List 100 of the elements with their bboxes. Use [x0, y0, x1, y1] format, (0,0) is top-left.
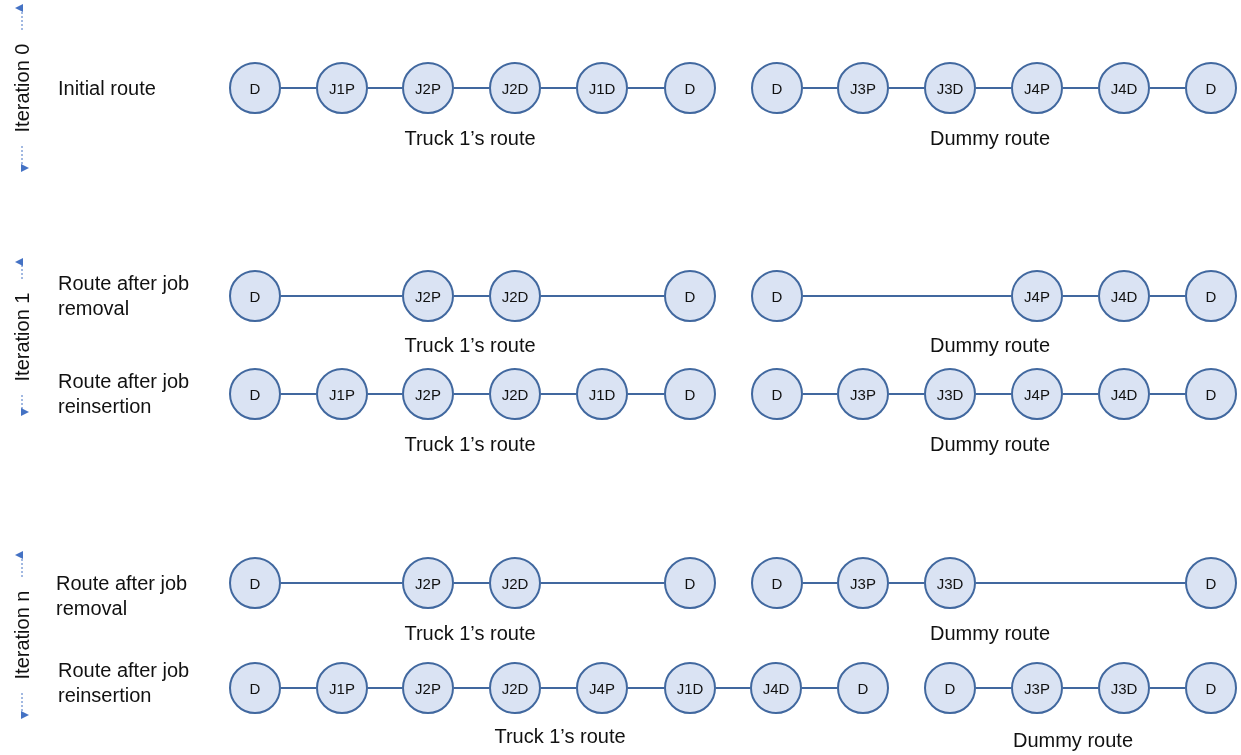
stop-circle: D	[751, 557, 803, 609]
stop-circle: J1P	[316, 368, 368, 420]
route-caption: Truck 1’s route	[404, 432, 536, 457]
route-link	[280, 393, 317, 395]
route-link	[975, 87, 1012, 89]
route-caption: Truck 1’s route	[404, 333, 536, 358]
stop-circle: D	[924, 662, 976, 714]
route-link	[975, 687, 1012, 689]
route-link	[367, 393, 403, 395]
route-link	[540, 295, 665, 297]
stop-circle: D	[1185, 270, 1237, 322]
stop-circle: J2D	[489, 270, 541, 322]
route-link	[1062, 687, 1099, 689]
route-caption: Dummy route	[930, 621, 1050, 646]
route-link	[888, 87, 925, 89]
stop-circle: J3D	[924, 62, 976, 114]
route-caption: Dummy route	[1013, 728, 1133, 753]
stop-circle: J2D	[489, 557, 541, 609]
route-link	[1149, 393, 1186, 395]
route-link	[280, 87, 317, 89]
route-link	[888, 393, 925, 395]
row-label: Route after job removal	[58, 271, 191, 321]
stop-circle: J3P	[837, 368, 889, 420]
route-link	[540, 687, 577, 689]
stop-circle: D	[751, 368, 803, 420]
stop-circle: J4P	[1011, 270, 1063, 322]
route-link	[1149, 295, 1186, 297]
route-link	[453, 393, 490, 395]
route-link	[627, 87, 665, 89]
route-link	[453, 87, 490, 89]
route-link	[888, 582, 925, 584]
route-link	[975, 582, 1186, 584]
stop-circle: J1D	[576, 368, 628, 420]
route-caption: Truck 1’s route	[404, 621, 536, 646]
route-link	[1062, 393, 1099, 395]
stop-circle: J1P	[316, 62, 368, 114]
stop-circle: J3D	[1098, 662, 1150, 714]
route-link	[453, 295, 490, 297]
stop-circle: D	[751, 62, 803, 114]
route-link	[1149, 687, 1186, 689]
route-link	[715, 687, 751, 689]
route-link	[802, 393, 838, 395]
stop-circle: D	[1185, 368, 1237, 420]
stop-circle: J3P	[1011, 662, 1063, 714]
route-caption: Dummy route	[930, 333, 1050, 358]
stop-circle: J2P	[402, 557, 454, 609]
route-link	[627, 393, 665, 395]
route-link	[367, 687, 403, 689]
route-link	[540, 393, 577, 395]
stop-circle: D	[229, 368, 281, 420]
stop-circle: J4D	[750, 662, 802, 714]
stop-circle: D	[229, 270, 281, 322]
stop-circle: J1P	[316, 662, 368, 714]
stop-circle: D	[1185, 662, 1237, 714]
stop-circle: D	[229, 557, 281, 609]
iteration-label: Iteration 1	[12, 292, 32, 382]
route-link	[802, 295, 1012, 297]
route-link	[280, 687, 317, 689]
stop-circle: D	[751, 270, 803, 322]
stop-circle: J4D	[1098, 270, 1150, 322]
stop-circle: D	[229, 662, 281, 714]
row-label: Route after job removal	[56, 571, 189, 621]
stop-circle: D	[229, 62, 281, 114]
stop-circle: D	[664, 557, 716, 609]
stop-circle: J4P	[1011, 368, 1063, 420]
stop-circle: J4D	[1098, 62, 1150, 114]
stop-circle: D	[1185, 557, 1237, 609]
route-link	[540, 582, 665, 584]
route-link	[1149, 87, 1186, 89]
stop-circle: J2D	[489, 662, 541, 714]
route-link	[802, 582, 838, 584]
stop-circle: J2D	[489, 368, 541, 420]
route-link	[280, 582, 403, 584]
iteration-label: Iteration 0	[12, 43, 32, 133]
route-caption: Truck 1’s route	[404, 126, 536, 151]
stop-circle: J3D	[924, 368, 976, 420]
stop-circle: J3P	[837, 62, 889, 114]
stop-circle: J4D	[1098, 368, 1150, 420]
stop-circle: J4P	[1011, 62, 1063, 114]
row-label: Initial route	[58, 76, 156, 101]
stop-circle: J2D	[489, 62, 541, 114]
stop-circle: J3P	[837, 557, 889, 609]
route-caption: Dummy route	[930, 432, 1050, 457]
row-label: Route after job reinsertion	[58, 658, 191, 708]
route-link	[453, 582, 490, 584]
stop-circle: D	[664, 368, 716, 420]
route-link	[453, 687, 490, 689]
stop-circle: J1D	[576, 62, 628, 114]
route-link	[802, 87, 838, 89]
route-link	[367, 87, 403, 89]
route-link	[1062, 87, 1099, 89]
stop-circle: D	[1185, 62, 1237, 114]
stop-circle: J2P	[402, 270, 454, 322]
stop-circle: J2P	[402, 62, 454, 114]
stop-circle: J2P	[402, 662, 454, 714]
route-link	[280, 295, 403, 297]
route-link	[975, 393, 1012, 395]
iteration-label: Iteration n	[12, 590, 32, 680]
route-link	[801, 687, 838, 689]
route-caption: Truck 1’s route	[494, 724, 626, 749]
